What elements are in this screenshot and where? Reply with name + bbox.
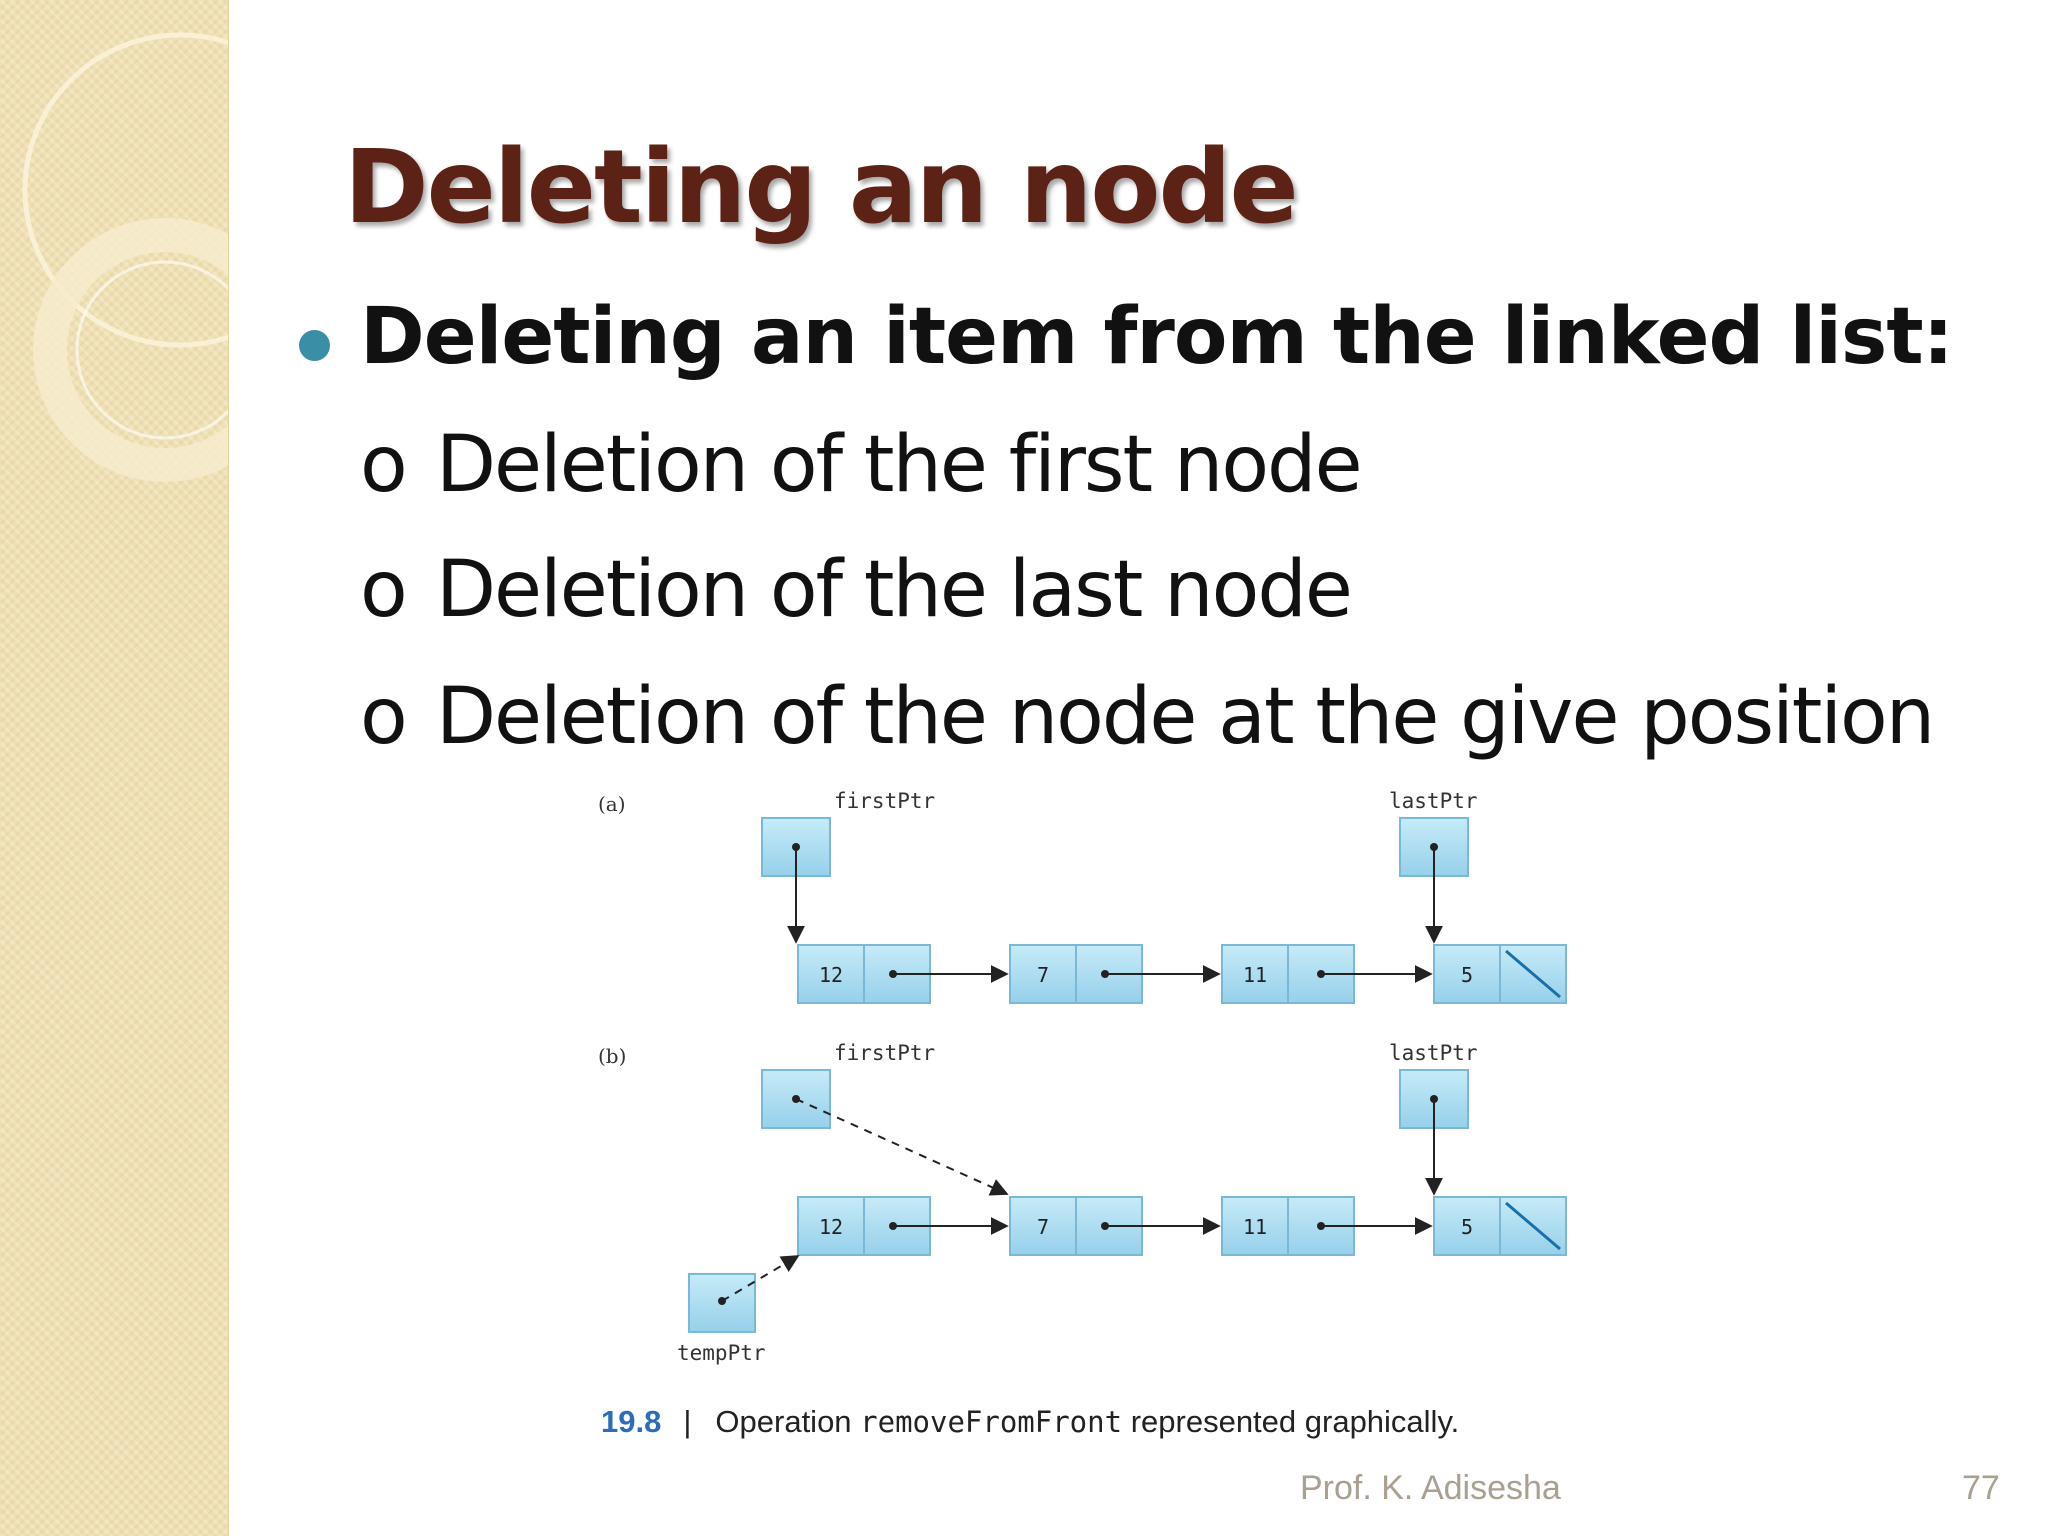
first-ptr-label: firstPtr xyxy=(834,789,935,813)
node-5: 5 xyxy=(1433,1196,1567,1256)
footer-author: Prof. K. Adisesha xyxy=(1300,1469,1561,1507)
node-value: 11 xyxy=(1243,1215,1267,1239)
node-value: 11 xyxy=(1243,963,1267,987)
null-pointer-slash xyxy=(1505,949,1561,999)
last-ptr-label: lastPtr xyxy=(1389,1041,1478,1065)
caption-text-after: represented graphically. xyxy=(1130,1404,1460,1439)
temp-ptr-label: tempPtr xyxy=(677,1341,766,1365)
main-bullet: Deleting an item from the linked list: xyxy=(360,292,1954,382)
null-pointer-slash xyxy=(1505,1201,1561,1251)
first-ptr-label: firstPtr xyxy=(834,1041,935,1065)
node-value: 7 xyxy=(1037,1215,1049,1239)
panel-a: (a) firstPtr lastPtr 12 7 11 xyxy=(598,789,1567,1004)
caption-separator: | xyxy=(683,1404,692,1439)
caption-text-before: Operation xyxy=(715,1404,852,1439)
sub-item-text: Deletion of the node at the give positio… xyxy=(436,672,1935,762)
node-value: 12 xyxy=(819,963,843,987)
caption-code: removeFromFront xyxy=(860,1405,1123,1439)
sub-item-text: Deletion of the last node xyxy=(436,545,1353,635)
sub-item-last-node: o Deletion of the last node xyxy=(360,545,1353,635)
node-5: 5 xyxy=(1433,944,1567,1004)
sub-item-first-node: o Deletion of the first node xyxy=(360,420,1363,510)
slide-title: Deleting an node xyxy=(344,128,1299,247)
node-value: 5 xyxy=(1461,1215,1473,1239)
sub-item-marker: o xyxy=(360,545,408,635)
dashed-pointer-arrow xyxy=(795,1098,1009,1196)
last-ptr-label: lastPtr xyxy=(1389,789,1478,813)
sidebar-circles-decoration xyxy=(22,32,228,482)
node-value: 12 xyxy=(819,1215,843,1239)
sub-item-marker: o xyxy=(360,672,408,762)
page-number: 77 xyxy=(1962,1469,2000,1507)
sub-item-text: Deletion of the first node xyxy=(436,420,1363,510)
node-12: 12 xyxy=(797,1196,931,1256)
sub-item-marker: o xyxy=(360,420,408,510)
decorative-sidebar xyxy=(0,0,229,1536)
panel-label: (b) xyxy=(598,1044,626,1068)
panel-label: (a) xyxy=(598,792,626,816)
node-value: 7 xyxy=(1037,963,1049,987)
sub-item-given-position: o Deletion of the node at the give positi… xyxy=(360,672,1935,762)
linked-list-diagram: (a) firstPtr lastPtr 12 7 11 xyxy=(598,789,1567,1365)
node-value: 5 xyxy=(1461,963,1473,987)
node-11: 11 xyxy=(1221,944,1355,1004)
figure-caption: 19.8 | Operation removeFromFront represent… xyxy=(601,1404,1459,1440)
panel-b: (b) firstPtr lastPtr 12 7 11 xyxy=(598,1041,1567,1365)
bullet-dot xyxy=(299,330,330,361)
figure-number: 19.8 xyxy=(601,1404,662,1439)
